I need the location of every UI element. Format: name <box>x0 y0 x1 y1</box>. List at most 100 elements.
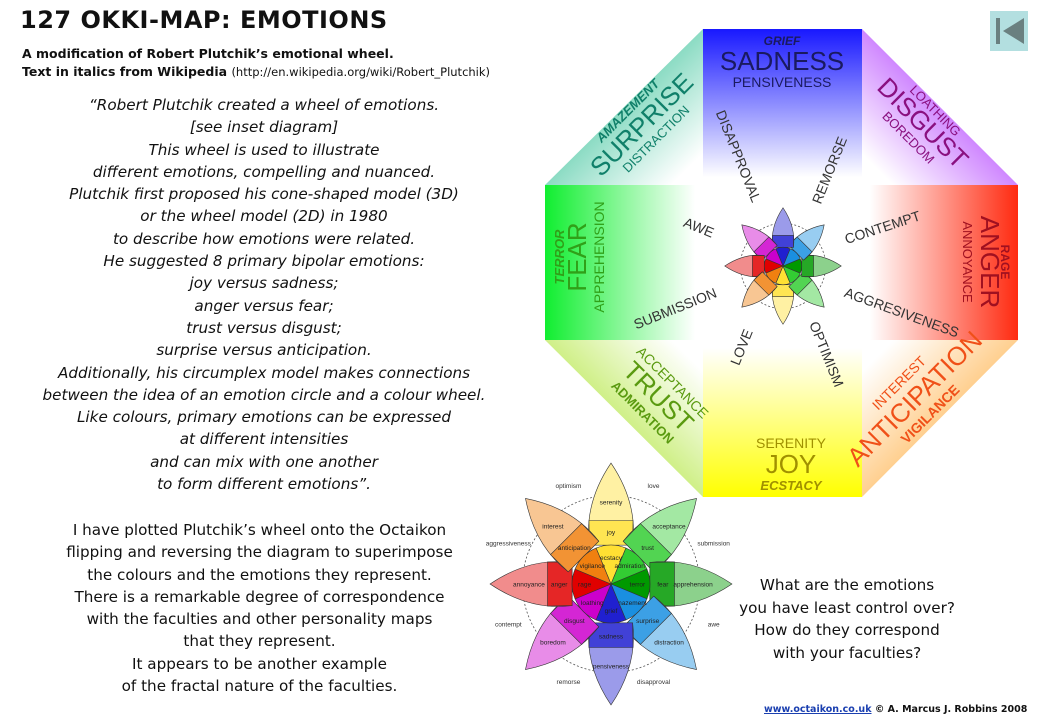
quote-line: He suggested 8 primary bipolar emotions: <box>103 252 425 271</box>
petal-trust <box>782 265 825 308</box>
dyad-label-disapproval: disapproval <box>637 679 671 686</box>
author-commentary: I have plotted Plutchik’s wheel onto the… <box>22 519 497 697</box>
question-line: you have least control over? <box>739 598 955 617</box>
petal-inner-wedge <box>775 265 791 285</box>
petal-mid-band <box>788 236 813 261</box>
petal-surprise <box>782 224 825 267</box>
petal-inner-wedge <box>775 247 791 267</box>
fear-primary: FEAR <box>562 222 592 291</box>
quote-line: Additionally, his circumplex model makes… <box>57 363 471 382</box>
commentary-line: There is a remarkable degree of correspo… <box>74 587 445 606</box>
petal-inner-wedge <box>571 568 612 600</box>
petal-inner-wedge <box>764 258 784 274</box>
wheel-label: rage <box>578 582 591 589</box>
dyad-ring <box>739 222 827 310</box>
question-line: How do they correspond <box>754 621 940 639</box>
petal-shape <box>741 224 778 261</box>
wheel-label: admiration <box>615 563 646 570</box>
petal-anger <box>724 254 784 278</box>
dyad-disapproval: DISAPPROVAL <box>713 108 765 205</box>
quote-line: surprise versus anticipation. <box>156 341 372 360</box>
dyad-label-awe: awe <box>708 622 720 629</box>
commentary-line: of the fractal nature of the faculties. <box>121 677 398 696</box>
petal-trust: admiration trust acceptance <box>610 498 697 585</box>
wheel-label: disgust <box>564 618 585 625</box>
sector-joy <box>703 340 862 497</box>
wheel-label: fear <box>657 582 669 589</box>
wheel-label: distraction <box>654 640 684 647</box>
wheel-label: interest <box>542 523 564 530</box>
petal-shape <box>588 462 634 546</box>
petal-shape <box>788 271 825 308</box>
petal-mid-band <box>772 235 794 248</box>
petal-inner-wedge <box>610 547 648 585</box>
disgust-primary: DISGUST <box>871 72 974 175</box>
sector-trust <box>545 340 703 497</box>
wheel-label: terror <box>630 582 646 589</box>
trust-strong: ADMIRATION <box>608 378 677 447</box>
surprise-primary: SURPRISE <box>584 67 699 182</box>
quote-line: between the idea of an emotion circle an… <box>42 385 486 404</box>
wheel-label: amazement <box>613 600 647 607</box>
quote-line: to form different emotions”. <box>157 475 371 494</box>
wheel-label: trust <box>641 545 654 552</box>
petal-inner-wedge <box>765 265 784 284</box>
quote-line: Like colours, primary emotions can be ex… <box>76 408 452 427</box>
quote-line: to describe how emotions were related. <box>112 229 416 248</box>
petal-inner-wedge <box>782 258 802 274</box>
sadness-strong: GRIEF <box>764 34 801 48</box>
petal-inner-wedge <box>782 248 801 267</box>
fear-strong: TERROR <box>552 229 567 285</box>
commentary-line: with the faculties and other personality… <box>86 610 433 629</box>
octagon-center <box>703 185 862 340</box>
quote-line: trust versus disgust; <box>186 318 342 337</box>
quote-line: [see inset diagram] <box>189 118 339 137</box>
subtitle-source: Text in italics from Wikipedia (http://e… <box>22 64 490 79</box>
anger-strong: RAGE <box>998 245 1012 280</box>
dyad-label-optimism: optimism <box>555 483 581 490</box>
disgust-strong: LOATHING <box>907 82 964 139</box>
petal-fear <box>782 254 842 278</box>
petal-inner-wedge <box>765 248 784 267</box>
wheel-label: acceptance <box>652 523 686 530</box>
petal-shape <box>525 595 600 670</box>
petal-mid-band <box>801 255 814 277</box>
wheel-label: sadness <box>599 633 624 640</box>
trust-mild: ACCEPTANCE <box>634 343 712 421</box>
dyad-label-love: love <box>648 483 660 490</box>
petal-anticipation <box>741 265 784 308</box>
petal-mid-band <box>752 255 765 277</box>
quote-line: joy versus sadness; <box>189 274 339 293</box>
petal-inner-wedge <box>574 547 612 585</box>
surprise-strong: AMAZEMENT <box>592 75 663 146</box>
wheel-label: grief <box>605 608 618 615</box>
dyad-aggressiveness: AGGRESIVENESS <box>842 284 961 340</box>
commentary-line: the colours and the emotions they repres… <box>87 565 432 584</box>
sector-anger <box>862 185 1018 340</box>
surprise-mild: DISTRACTION <box>619 102 692 175</box>
petal-mid-band <box>649 561 675 607</box>
petal-inner-wedge <box>595 544 627 585</box>
website-link[interactable]: www.octaikon.co.uk <box>764 704 872 715</box>
anger-mild: ANNOYANCE <box>960 221 975 303</box>
petal-shape <box>771 207 795 248</box>
quote-line: Plutchik first proposed his cone-shaped … <box>69 185 459 204</box>
dyad-label-contempt: contempt <box>495 622 522 629</box>
sector-sadness <box>703 29 862 185</box>
petal-mid-band <box>772 284 794 297</box>
footer: www.octaikon.co.uk © A. Marcus J. Robbin… <box>764 704 1027 715</box>
wheel-label: pensiveness <box>593 664 630 671</box>
back-to-first-button[interactable] <box>990 11 1028 51</box>
sector-disgust <box>862 29 1018 185</box>
page-title: 127 OKKI-MAP: EMOTIONS <box>20 6 388 34</box>
commentary-line: I have plotted Plutchik’s wheel onto the… <box>72 521 447 539</box>
wheel-label: anger <box>551 582 568 589</box>
subtitle: A modification of Robert Plutchik’s emot… <box>22 46 394 61</box>
petal-mid-band <box>622 523 672 573</box>
petal-mid-band <box>550 595 600 645</box>
sadness-primary: SADNESS <box>720 46 844 76</box>
